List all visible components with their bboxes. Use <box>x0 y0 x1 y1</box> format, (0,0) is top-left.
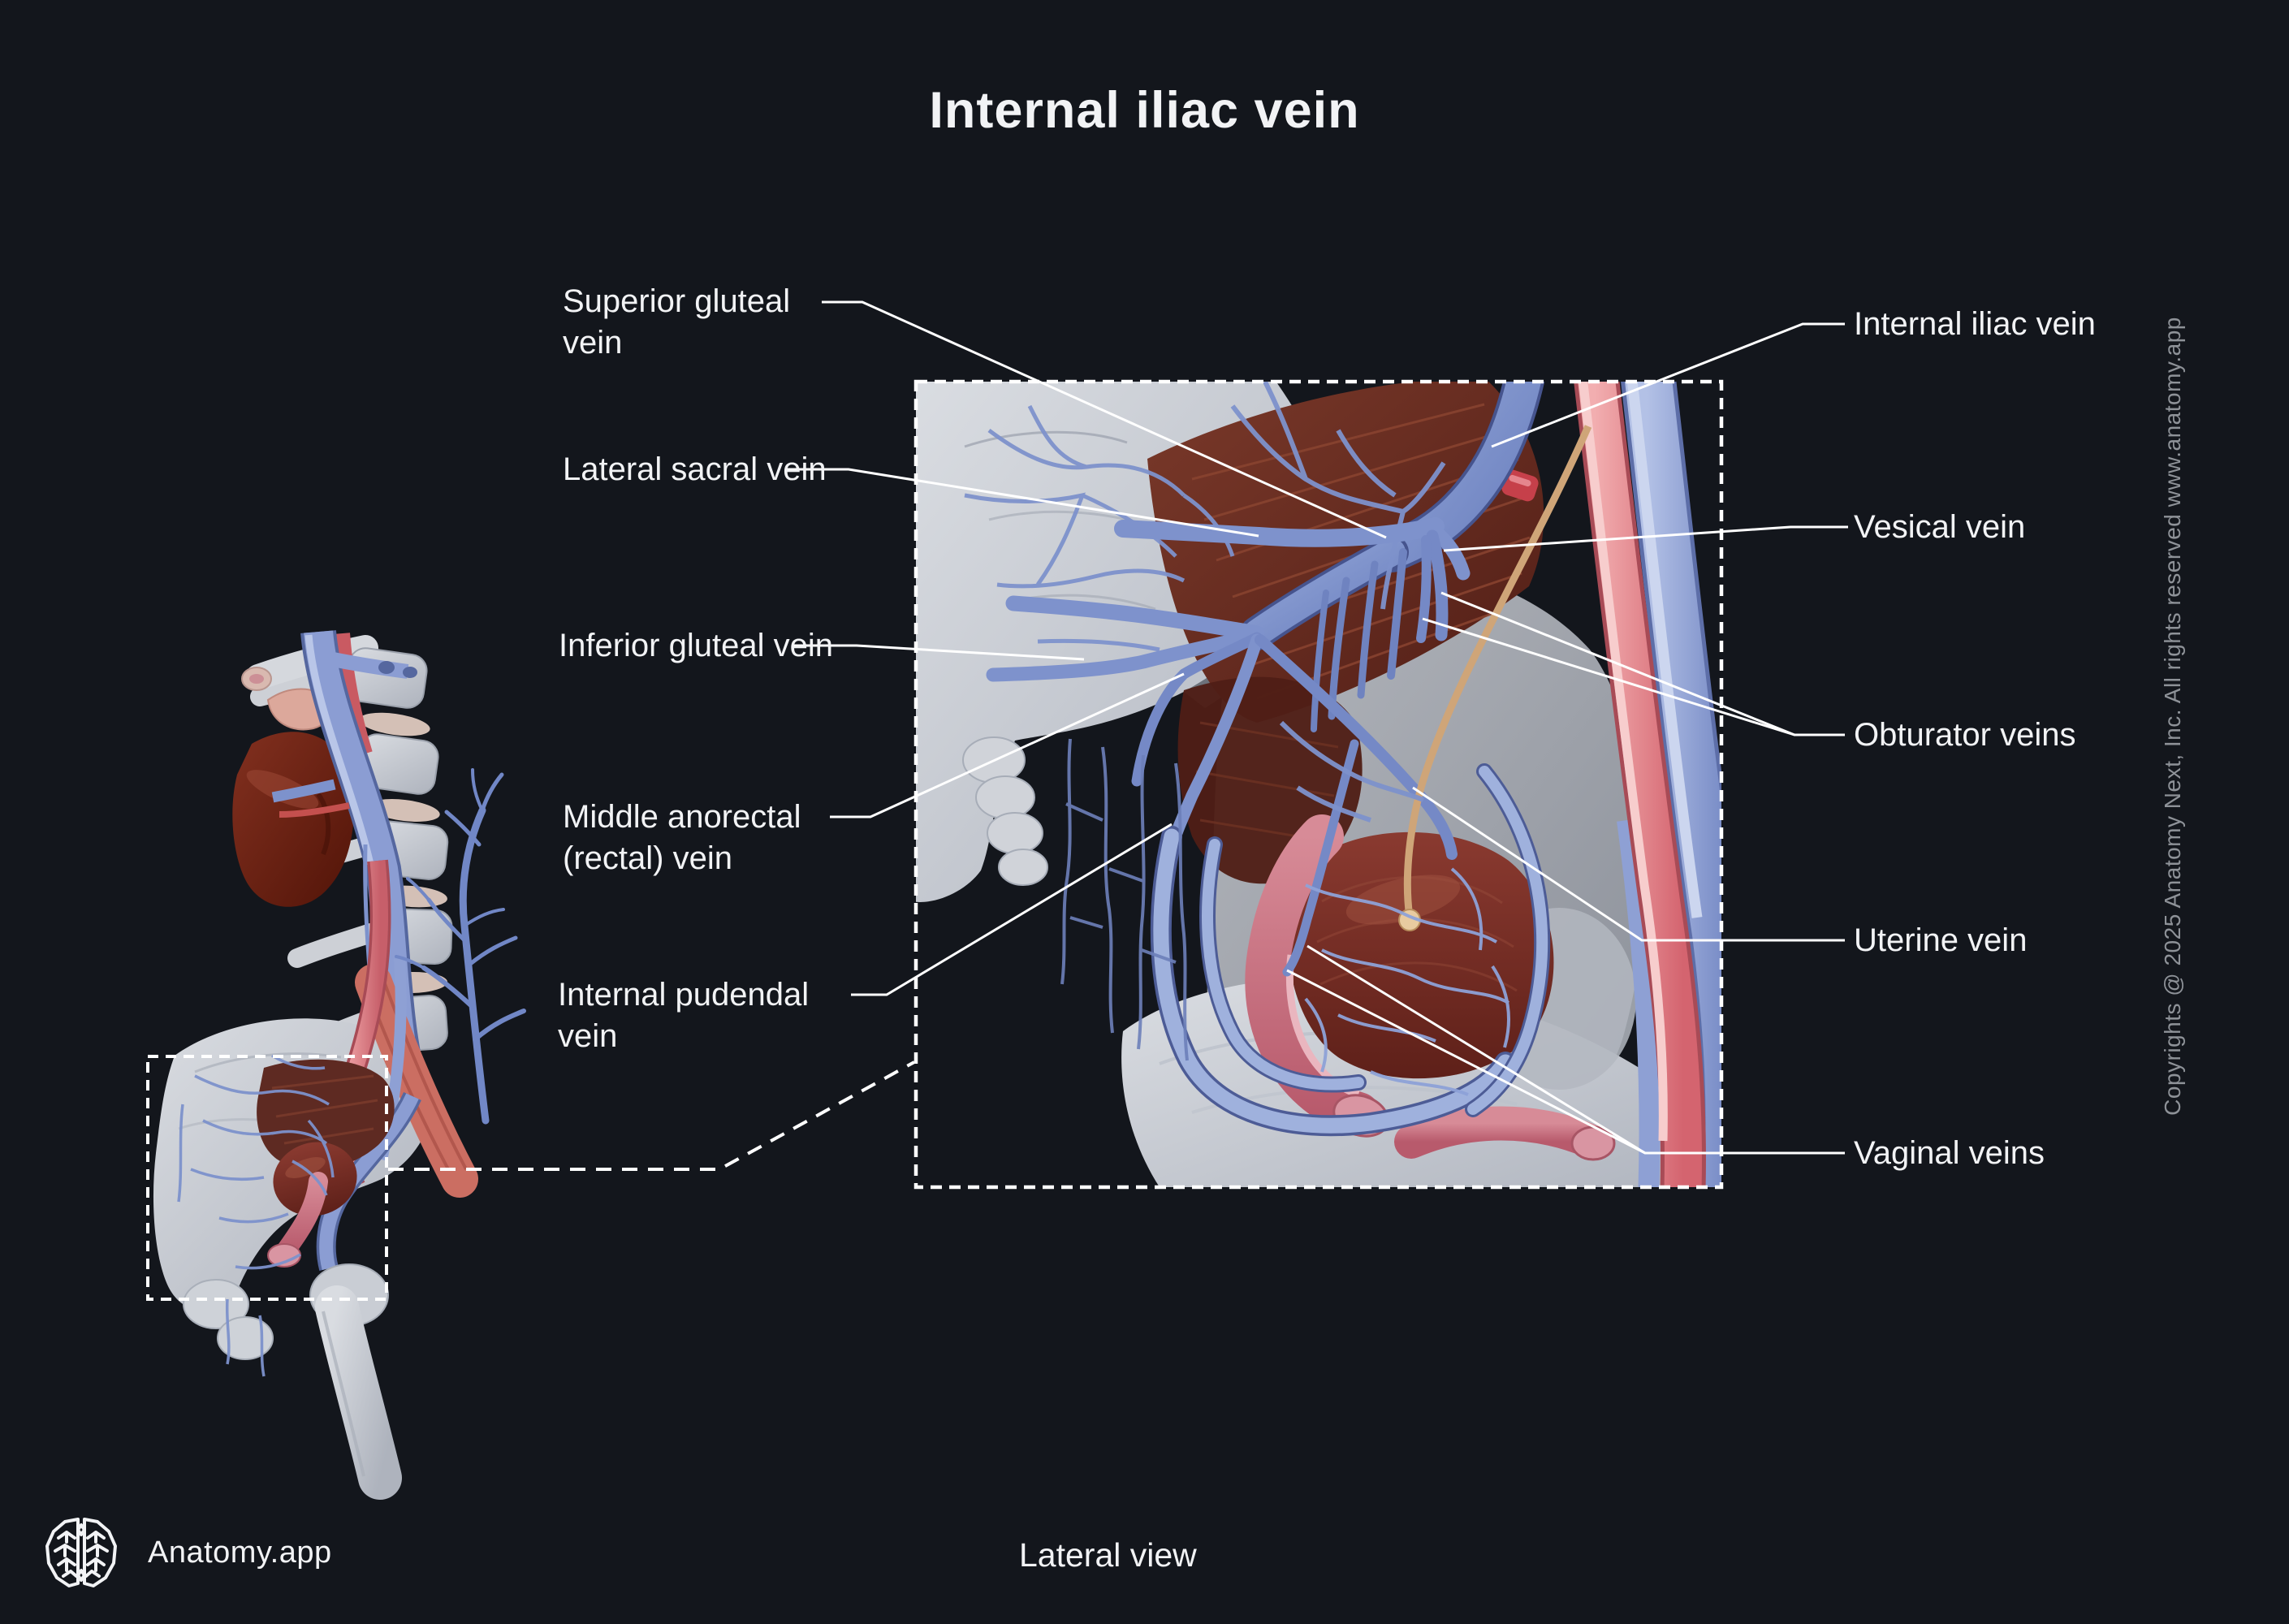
source-region-box <box>146 1055 388 1301</box>
label-middle-anorectal-vein: Middle anorectal (rectal) vein <box>563 799 801 876</box>
label-lateral-sacral-vein: Lateral sacral vein <box>563 451 827 487</box>
leader-lateral-sacral-vein <box>786 468 1259 538</box>
uterus <box>1287 831 1554 1079</box>
leader-obturator-veins-2 <box>1422 617 1795 736</box>
leader-vaginal-veins-2 <box>1286 969 1646 1155</box>
zoom-connector <box>388 1060 915 1171</box>
leader-inferior-gluteal-vein <box>794 644 1085 661</box>
view-caption: Lateral view <box>1019 1536 1197 1574</box>
copyright-text: Copyrights @ 2025 Anatomy Next, Inc. All… <box>2160 317 2185 1116</box>
label-obturator-veins: Obturator veins <box>1854 717 2076 753</box>
label-vesical-vein: Vesical vein <box>1854 509 2026 545</box>
umbilical-artery-stump <box>1501 469 1539 502</box>
logo-text: Anatomy.app <box>148 1535 332 1570</box>
label-internal-iliac-vein: Internal iliac vein <box>1854 306 2096 342</box>
vein-webs <box>964 382 1510 1096</box>
leader-vaginal-veins-1 <box>1306 944 1845 1155</box>
perivesical-vein-loops <box>1150 763 1551 1137</box>
femur <box>309 1263 402 1500</box>
label-inferior-gluteal-vein: Inferior gluteal vein <box>559 628 833 663</box>
external-iliac-vessels <box>1574 382 1721 1187</box>
label-superior-gluteal-vein: Superior gluteal vein <box>563 283 791 361</box>
illustration-overview <box>153 629 526 1500</box>
leader-obturator-veins-1 <box>1440 591 1845 736</box>
brand-logo: Anatomy.app <box>41 1514 332 1592</box>
cut-vein-branch <box>395 768 526 1125</box>
label-uterine-vein: Uterine vein <box>1854 922 2028 958</box>
leader-middle-anorectal-vein <box>830 672 1185 818</box>
brain-logo-icon <box>41 1514 122 1592</box>
leader-vesical-vein <box>1443 525 1848 552</box>
pelvic-vein-web <box>177 1054 335 1377</box>
page-title: Internal iliac vein <box>929 82 1360 140</box>
label-internal-pudendal-vein: Internal pudendal vein <box>558 977 810 1054</box>
leader-uterine-vein <box>1412 786 1845 942</box>
leader-internal-iliac-vein <box>1491 322 1845 448</box>
leader-internal-pudendal-vein <box>851 823 1173 996</box>
leader-superior-gluteal-vein <box>822 300 1387 539</box>
label-vaginal-veins: Vaginal veins <box>1854 1135 2045 1171</box>
zoom-region-box <box>913 379 1724 1190</box>
